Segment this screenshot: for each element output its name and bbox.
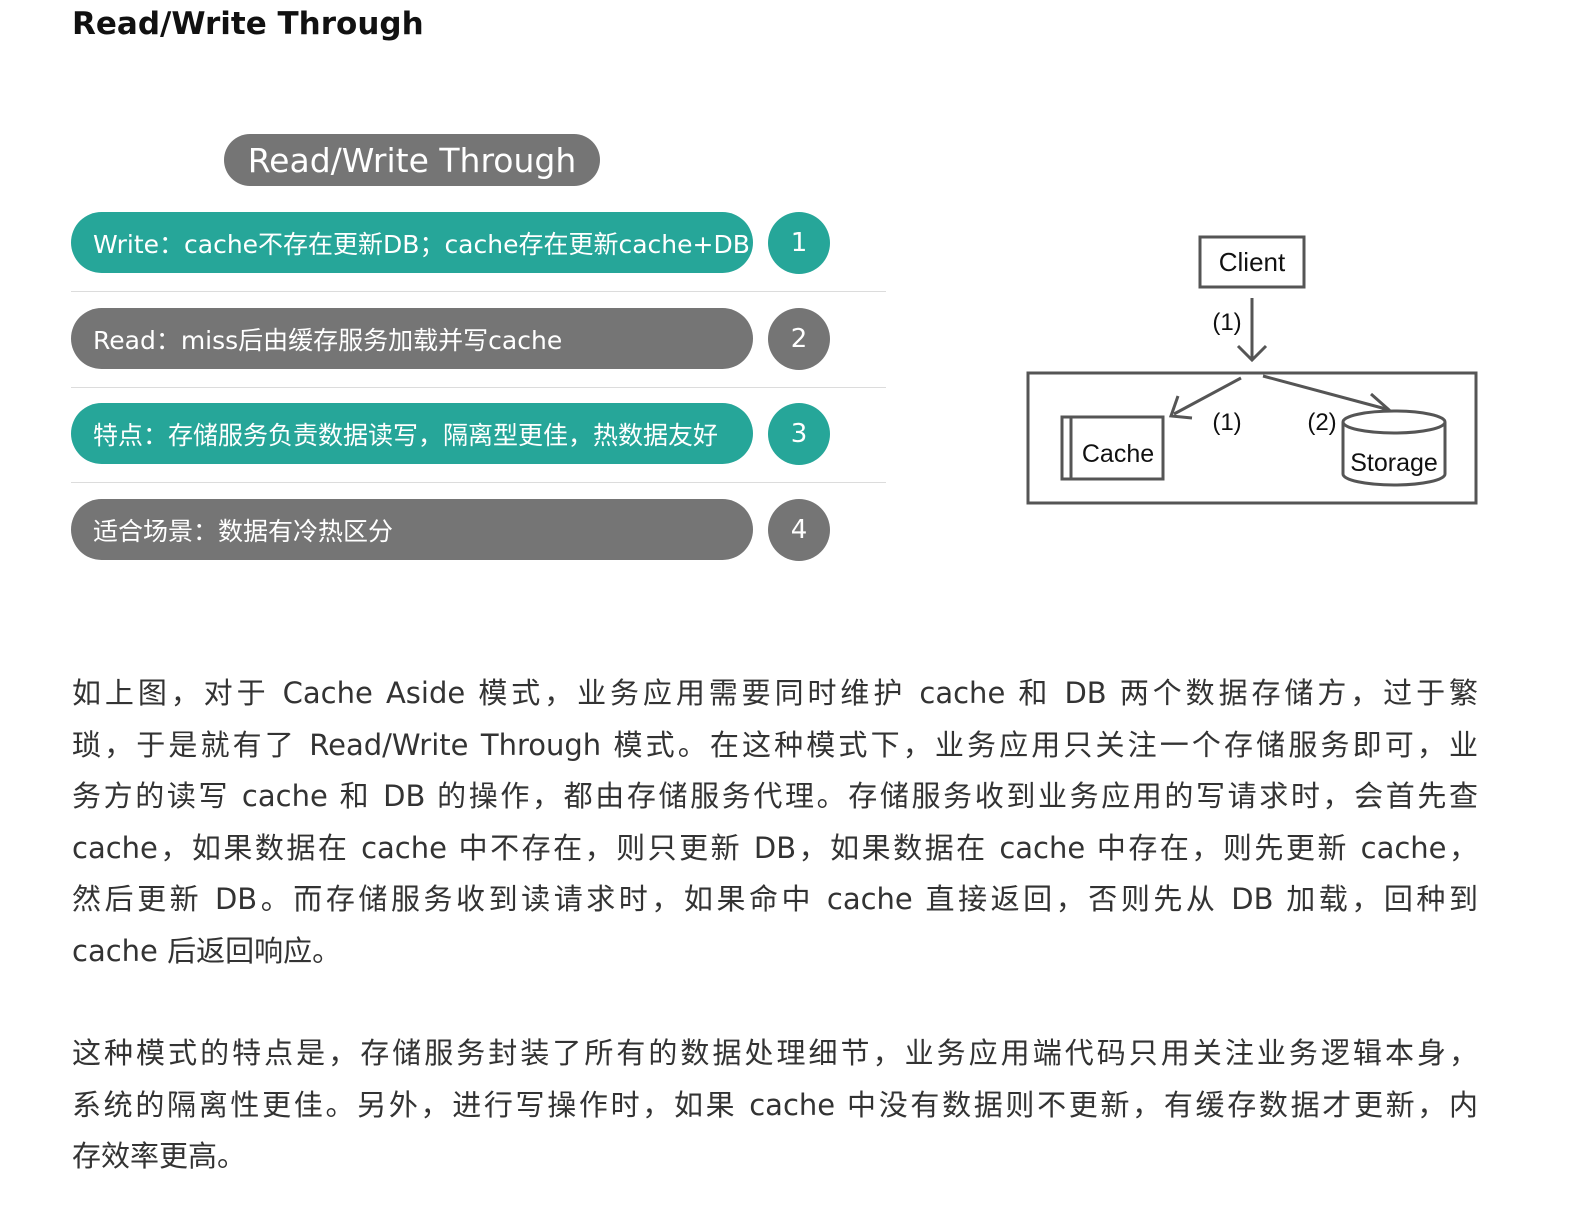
figure-title-pill: Read/Write Through bbox=[224, 134, 600, 186]
client-arrow-label: (1) bbox=[1212, 309, 1241, 336]
figure-item-number: 2 bbox=[768, 308, 830, 370]
section-heading: Read/Write Through bbox=[72, 6, 424, 42]
body-paragraph: 如上图，对于 Cache Aside 模式，业务应用需要同时维护 cache 和… bbox=[72, 668, 1478, 978]
architecture-diagram: Client (1) (1) (2) Cache Storage bbox=[1026, 235, 1478, 505]
system-boundary bbox=[1026, 371, 1478, 505]
cache-label: Cache bbox=[1082, 440, 1154, 468]
cache-arrowhead bbox=[1168, 395, 1193, 420]
cache-arrow bbox=[1173, 376, 1242, 416]
figure-item-number: 4 bbox=[768, 499, 830, 561]
paragraph-line: 系统的隔离性更佳。另外，进行写操作时，如果 cache 中没有数据则不更新，有缓… bbox=[72, 1087, 1478, 1122]
figure-item-number: 1 bbox=[768, 212, 830, 274]
figure-item-bar: 特点：存储服务负责数据读写，隔离型更佳，热数据友好 bbox=[71, 403, 753, 464]
paragraph-line: 然后更新 DB。而存储服务收到读请求时，如果命中 cache 直接返回，否则先从… bbox=[72, 882, 1478, 917]
storage-arrow-label: (2) bbox=[1307, 409, 1336, 436]
storage-arrow bbox=[1262, 374, 1387, 411]
paragraph-line: cache，如果数据在 cache 中不存在，则只更新 DB，如果数据在 cac… bbox=[72, 830, 1478, 865]
paragraph-line: 琐，于是就有了 Read/Write Through 模式。在这种模式下，业务应… bbox=[72, 727, 1478, 762]
paragraph-line: cache 后返回响应。 bbox=[72, 933, 342, 968]
figure-item-bar: Read：miss后由缓存服务加载并写cache bbox=[71, 308, 753, 369]
figure-divider bbox=[71, 482, 886, 483]
figure-item-bar: Write：cache不存在更新DB；cache存在更新cache+DB bbox=[71, 212, 753, 273]
paragraph-line: 这种模式的特点是，存储服务封装了所有的数据处理细节，业务应用端代码只用关注业务逻… bbox=[72, 1036, 1478, 1070]
figure-item-number: 3 bbox=[768, 403, 830, 465]
storage-label: Storage bbox=[1350, 449, 1438, 477]
paragraph-line: 务方的读写 cache 和 DB 的操作，都由存储服务代理。存储服务收到业务应用… bbox=[72, 779, 1478, 814]
client-box bbox=[1198, 235, 1306, 289]
client-label: Client bbox=[1219, 247, 1286, 277]
figure-divider bbox=[71, 387, 886, 388]
storage-cylinder bbox=[1341, 422, 1447, 487]
paragraph-line: 存效率更高。 bbox=[72, 1139, 247, 1174]
paragraph-line: 如上图，对于 Cache Aside 模式，业务应用需要同时维护 cache 和… bbox=[72, 676, 1478, 710]
client-arrowhead bbox=[1236, 344, 1268, 363]
cache-arrow-label: (1) bbox=[1212, 409, 1241, 436]
figure-item-bar: 适合场景：数据有冷热区分 bbox=[71, 499, 753, 560]
body-paragraph: 这种模式的特点是，存储服务封装了所有的数据处理细节，业务应用端代码只用关注业务逻… bbox=[72, 1028, 1478, 1183]
figure-divider bbox=[71, 291, 886, 292]
cache-box bbox=[1060, 415, 1165, 481]
